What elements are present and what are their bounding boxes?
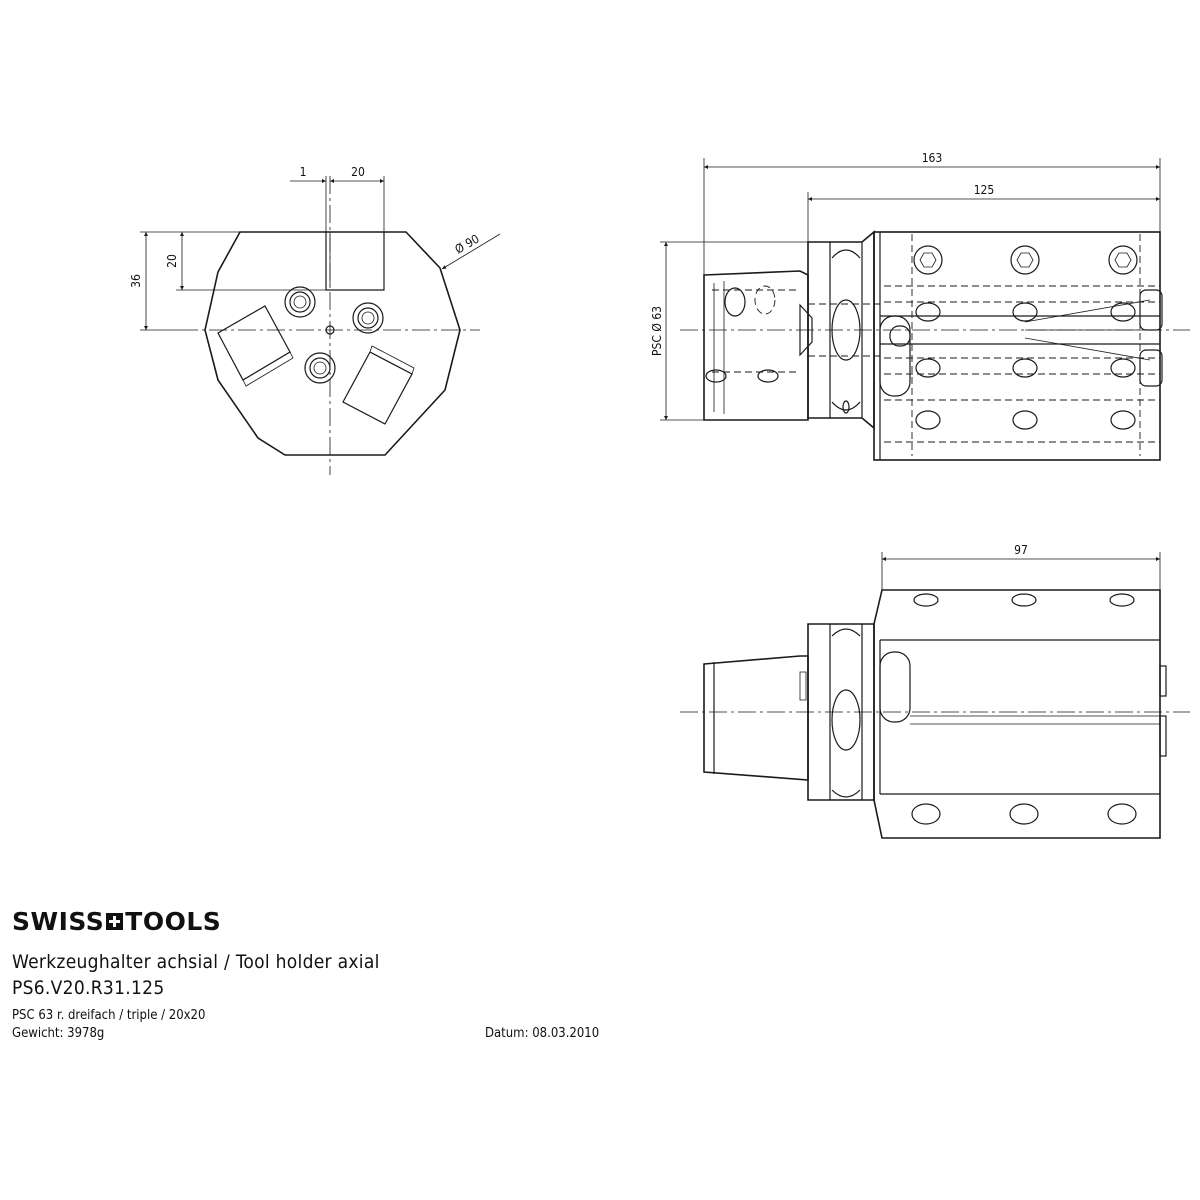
insert-pocket-left	[217, 305, 291, 381]
dim-163: 163	[922, 151, 943, 165]
front-body-outline	[204, 231, 461, 456]
top-shank	[703, 655, 809, 781]
weight-date-row: Gewicht: 3978g Datum: 08.03.2010	[12, 1026, 772, 1046]
title-block: SWISS TOOLS Werkzeughalter achsial / Too…	[12, 905, 772, 1046]
dim-1: 1	[300, 165, 307, 179]
side-screw-3	[1108, 245, 1138, 275]
dim-20-top: 20	[351, 165, 365, 179]
front-view: 1 20 20 36 Ø 90	[129, 165, 501, 475]
top-view: 97	[680, 543, 1190, 839]
screw-right	[352, 302, 384, 334]
top-main-body	[873, 589, 1161, 839]
swiss-cross-icon	[106, 912, 124, 930]
side-screw-1	[913, 245, 943, 275]
part-code: PS6.V20.R31.125	[12, 977, 165, 999]
dim-36: 36	[129, 274, 143, 288]
main-body	[873, 231, 1161, 461]
dim-psc-63: PSC Ø 63	[650, 306, 664, 356]
part-spec: PSC 63 r. dreifach / triple / 20x20	[12, 1008, 206, 1023]
brand-left: SWISS	[12, 906, 105, 936]
brand-right: TOOLS	[125, 906, 222, 936]
side-screw-2	[1010, 245, 1040, 275]
drawing-date: Datum: 08.03.2010	[485, 1026, 600, 1041]
psc-shank	[703, 270, 809, 421]
dim-diameter-90: Ø 90	[453, 232, 482, 257]
dim-97: 97	[1014, 543, 1028, 557]
insert-pocket-right	[342, 351, 413, 425]
dim-20-side: 20	[165, 254, 179, 268]
screw-top-left	[284, 286, 316, 318]
part-weight: Gewicht: 3978g	[12, 1026, 105, 1041]
dim-125: 125	[974, 183, 995, 197]
screw-bottom	[304, 352, 336, 384]
brand-logo: SWISS TOOLS	[12, 905, 772, 937]
side-view: 163 125 PSC Ø 63	[650, 151, 1190, 461]
drawing-description: Werkzeughalter achsial / Tool holder axi…	[12, 951, 380, 973]
